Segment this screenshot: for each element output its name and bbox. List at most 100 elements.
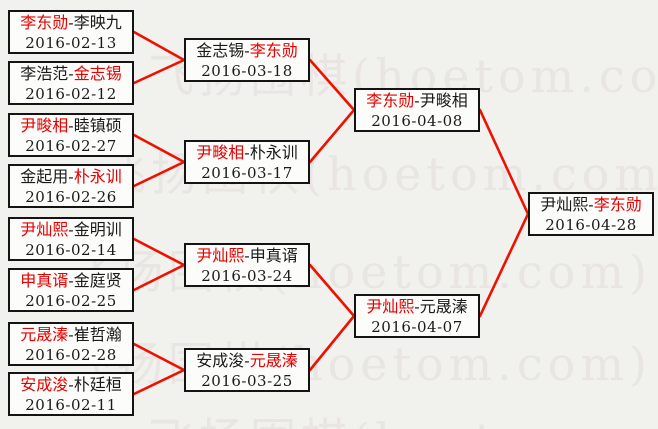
player-2-name: 李东勋 bbox=[593, 195, 642, 214]
match-date: 2016-03-25 bbox=[201, 372, 293, 390]
dash-separator: - bbox=[588, 195, 594, 214]
match-players: 尹灿熙-李东勋 bbox=[530, 195, 652, 215]
player-2-name: 睦镇硕 bbox=[73, 116, 122, 135]
match-box-sf-2: 尹灿熙-元晟溱 2016-04-07 bbox=[354, 294, 480, 338]
connector-line bbox=[308, 314, 356, 372]
player-2-name: 朴廷桓 bbox=[73, 375, 122, 394]
connector-line bbox=[132, 263, 186, 292]
player-2-name: 元晟溱 bbox=[419, 297, 468, 316]
player-2-name: 朴永训 bbox=[73, 167, 122, 186]
match-date: 2016-02-12 bbox=[25, 85, 117, 103]
dash-separator: - bbox=[414, 297, 420, 316]
player-2-name: 申真谞 bbox=[249, 246, 298, 265]
match-date: 2016-04-28 bbox=[545, 216, 637, 234]
dash-separator: - bbox=[244, 351, 250, 370]
watermark-text: 飞扬围棋(hoetom.com) bbox=[148, 404, 658, 429]
dash-separator: - bbox=[68, 375, 74, 394]
match-players: 申真谞-金庭贤 bbox=[10, 271, 132, 291]
match-date: 2016-02-13 bbox=[25, 34, 117, 52]
match-box-final: 尹灿熙-李东勋 2016-04-28 bbox=[528, 192, 654, 236]
player-2-name: 崔哲瀚 bbox=[73, 325, 122, 344]
match-players: 李东勋-尹畯相 bbox=[356, 91, 478, 111]
match-date: 2016-03-18 bbox=[201, 62, 293, 80]
player-2-name: 元晟溱 bbox=[249, 351, 298, 370]
player-1-name: 尹灿熙 bbox=[196, 246, 245, 265]
match-date: 2016-02-14 bbox=[25, 241, 117, 259]
connector-line bbox=[132, 160, 186, 188]
dash-separator: - bbox=[244, 41, 250, 60]
match-box-r1-2: 李浩范-金志锡 2016-02-12 bbox=[8, 61, 134, 105]
watermark-text: 飞扬围棋(hoetom.com) bbox=[66, 337, 652, 391]
match-date: 2016-03-17 bbox=[201, 164, 293, 182]
match-date: 2016-02-26 bbox=[25, 188, 117, 206]
match-date: 2016-02-28 bbox=[25, 346, 117, 364]
match-date: 2016-02-25 bbox=[25, 292, 117, 310]
player-1-name: 申真谞 bbox=[20, 271, 69, 290]
connector-line bbox=[132, 237, 186, 267]
dash-separator: - bbox=[244, 143, 250, 162]
player-2-name: 李映九 bbox=[73, 13, 122, 32]
player-2-name: 李东勋 bbox=[249, 41, 298, 60]
match-date: 2016-02-27 bbox=[25, 137, 117, 155]
match-players: 金起用-朴永训 bbox=[10, 167, 132, 187]
match-box-r1-5: 尹灿熙-金明训 2016-02-14 bbox=[8, 217, 134, 261]
match-players: 安成浚-元晟溱 bbox=[186, 351, 308, 371]
player-1-name: 金志锡 bbox=[196, 41, 245, 60]
connector-line bbox=[308, 108, 356, 164]
dash-separator: - bbox=[68, 116, 74, 135]
connector-line bbox=[478, 212, 530, 318]
match-box-r2-2: 尹畯相-朴永训 2016-03-17 bbox=[184, 140, 310, 184]
dash-separator: - bbox=[68, 325, 74, 344]
connector-line bbox=[478, 108, 530, 216]
connector-line bbox=[132, 342, 186, 372]
dash-separator: - bbox=[68, 167, 74, 186]
match-box-r1-4: 金起用-朴永训 2016-02-26 bbox=[8, 164, 134, 208]
match-players: 尹灿熙-申真谞 bbox=[186, 246, 308, 266]
player-1-name: 尹灿熙 bbox=[540, 195, 589, 214]
player-1-name: 尹畯相 bbox=[196, 143, 245, 162]
player-1-name: 尹灿熙 bbox=[366, 297, 415, 316]
match-players: 李浩范-金志锡 bbox=[10, 64, 132, 84]
match-players: 元晟溱-崔哲瀚 bbox=[10, 325, 132, 345]
match-box-sf-1: 李东勋-尹畯相 2016-04-08 bbox=[354, 88, 480, 132]
dash-separator: - bbox=[244, 246, 250, 265]
player-1-name: 尹畯相 bbox=[20, 116, 69, 135]
connector-line bbox=[132, 30, 186, 62]
dash-separator: - bbox=[68, 271, 74, 290]
dash-separator: - bbox=[68, 13, 74, 32]
match-box-r1-8: 安成浚-朴廷桓 2016-02-11 bbox=[8, 372, 134, 416]
match-box-r2-3: 尹灿熙-申真谞 2016-03-24 bbox=[184, 243, 310, 287]
match-box-r2-1: 金志锡-李东勋 2016-03-18 bbox=[184, 38, 310, 82]
player-1-name: 安成浚 bbox=[196, 351, 245, 370]
player-1-name: 元晟溱 bbox=[20, 325, 69, 344]
player-1-name: 尹灿熙 bbox=[20, 220, 69, 239]
match-players: 尹灿熙-元晟溱 bbox=[356, 297, 478, 317]
player-2-name: 尹畯相 bbox=[419, 91, 468, 110]
match-players: 金志锡-李东勋 bbox=[186, 41, 308, 61]
player-2-name: 朴永训 bbox=[249, 143, 298, 162]
match-date: 2016-04-07 bbox=[371, 318, 463, 336]
match-players: 尹畯相-朴永训 bbox=[186, 143, 308, 163]
match-players: 尹灿熙-金明训 bbox=[10, 220, 132, 240]
connector-line bbox=[308, 58, 356, 112]
match-date: 2016-03-24 bbox=[201, 267, 293, 285]
match-players: 李东勋-李映九 bbox=[10, 13, 132, 33]
dash-separator: - bbox=[68, 64, 74, 83]
match-date: 2016-04-08 bbox=[371, 112, 463, 130]
match-players: 尹畯相-睦镇硕 bbox=[10, 116, 132, 136]
player-1-name: 金起用 bbox=[20, 167, 69, 186]
match-box-r1-1: 李东勋-李映九 2016-02-13 bbox=[8, 10, 134, 54]
player-2-name: 金志锡 bbox=[73, 64, 122, 83]
match-box-r1-7: 元晟溱-崔哲瀚 2016-02-28 bbox=[8, 322, 134, 366]
player-1-name: 李东勋 bbox=[20, 13, 69, 32]
match-box-r2-4: 安成浚-元晟溱 2016-03-25 bbox=[184, 348, 310, 392]
match-box-r1-3: 尹畯相-睦镇硕 2016-02-27 bbox=[8, 113, 134, 157]
player-1-name: 安成浚 bbox=[20, 375, 69, 394]
match-date: 2016-02-11 bbox=[25, 396, 117, 414]
player-2-name: 金明训 bbox=[73, 220, 122, 239]
player-2-name: 金庭贤 bbox=[73, 271, 122, 290]
connector-line bbox=[132, 133, 186, 164]
connector-line bbox=[132, 58, 186, 85]
